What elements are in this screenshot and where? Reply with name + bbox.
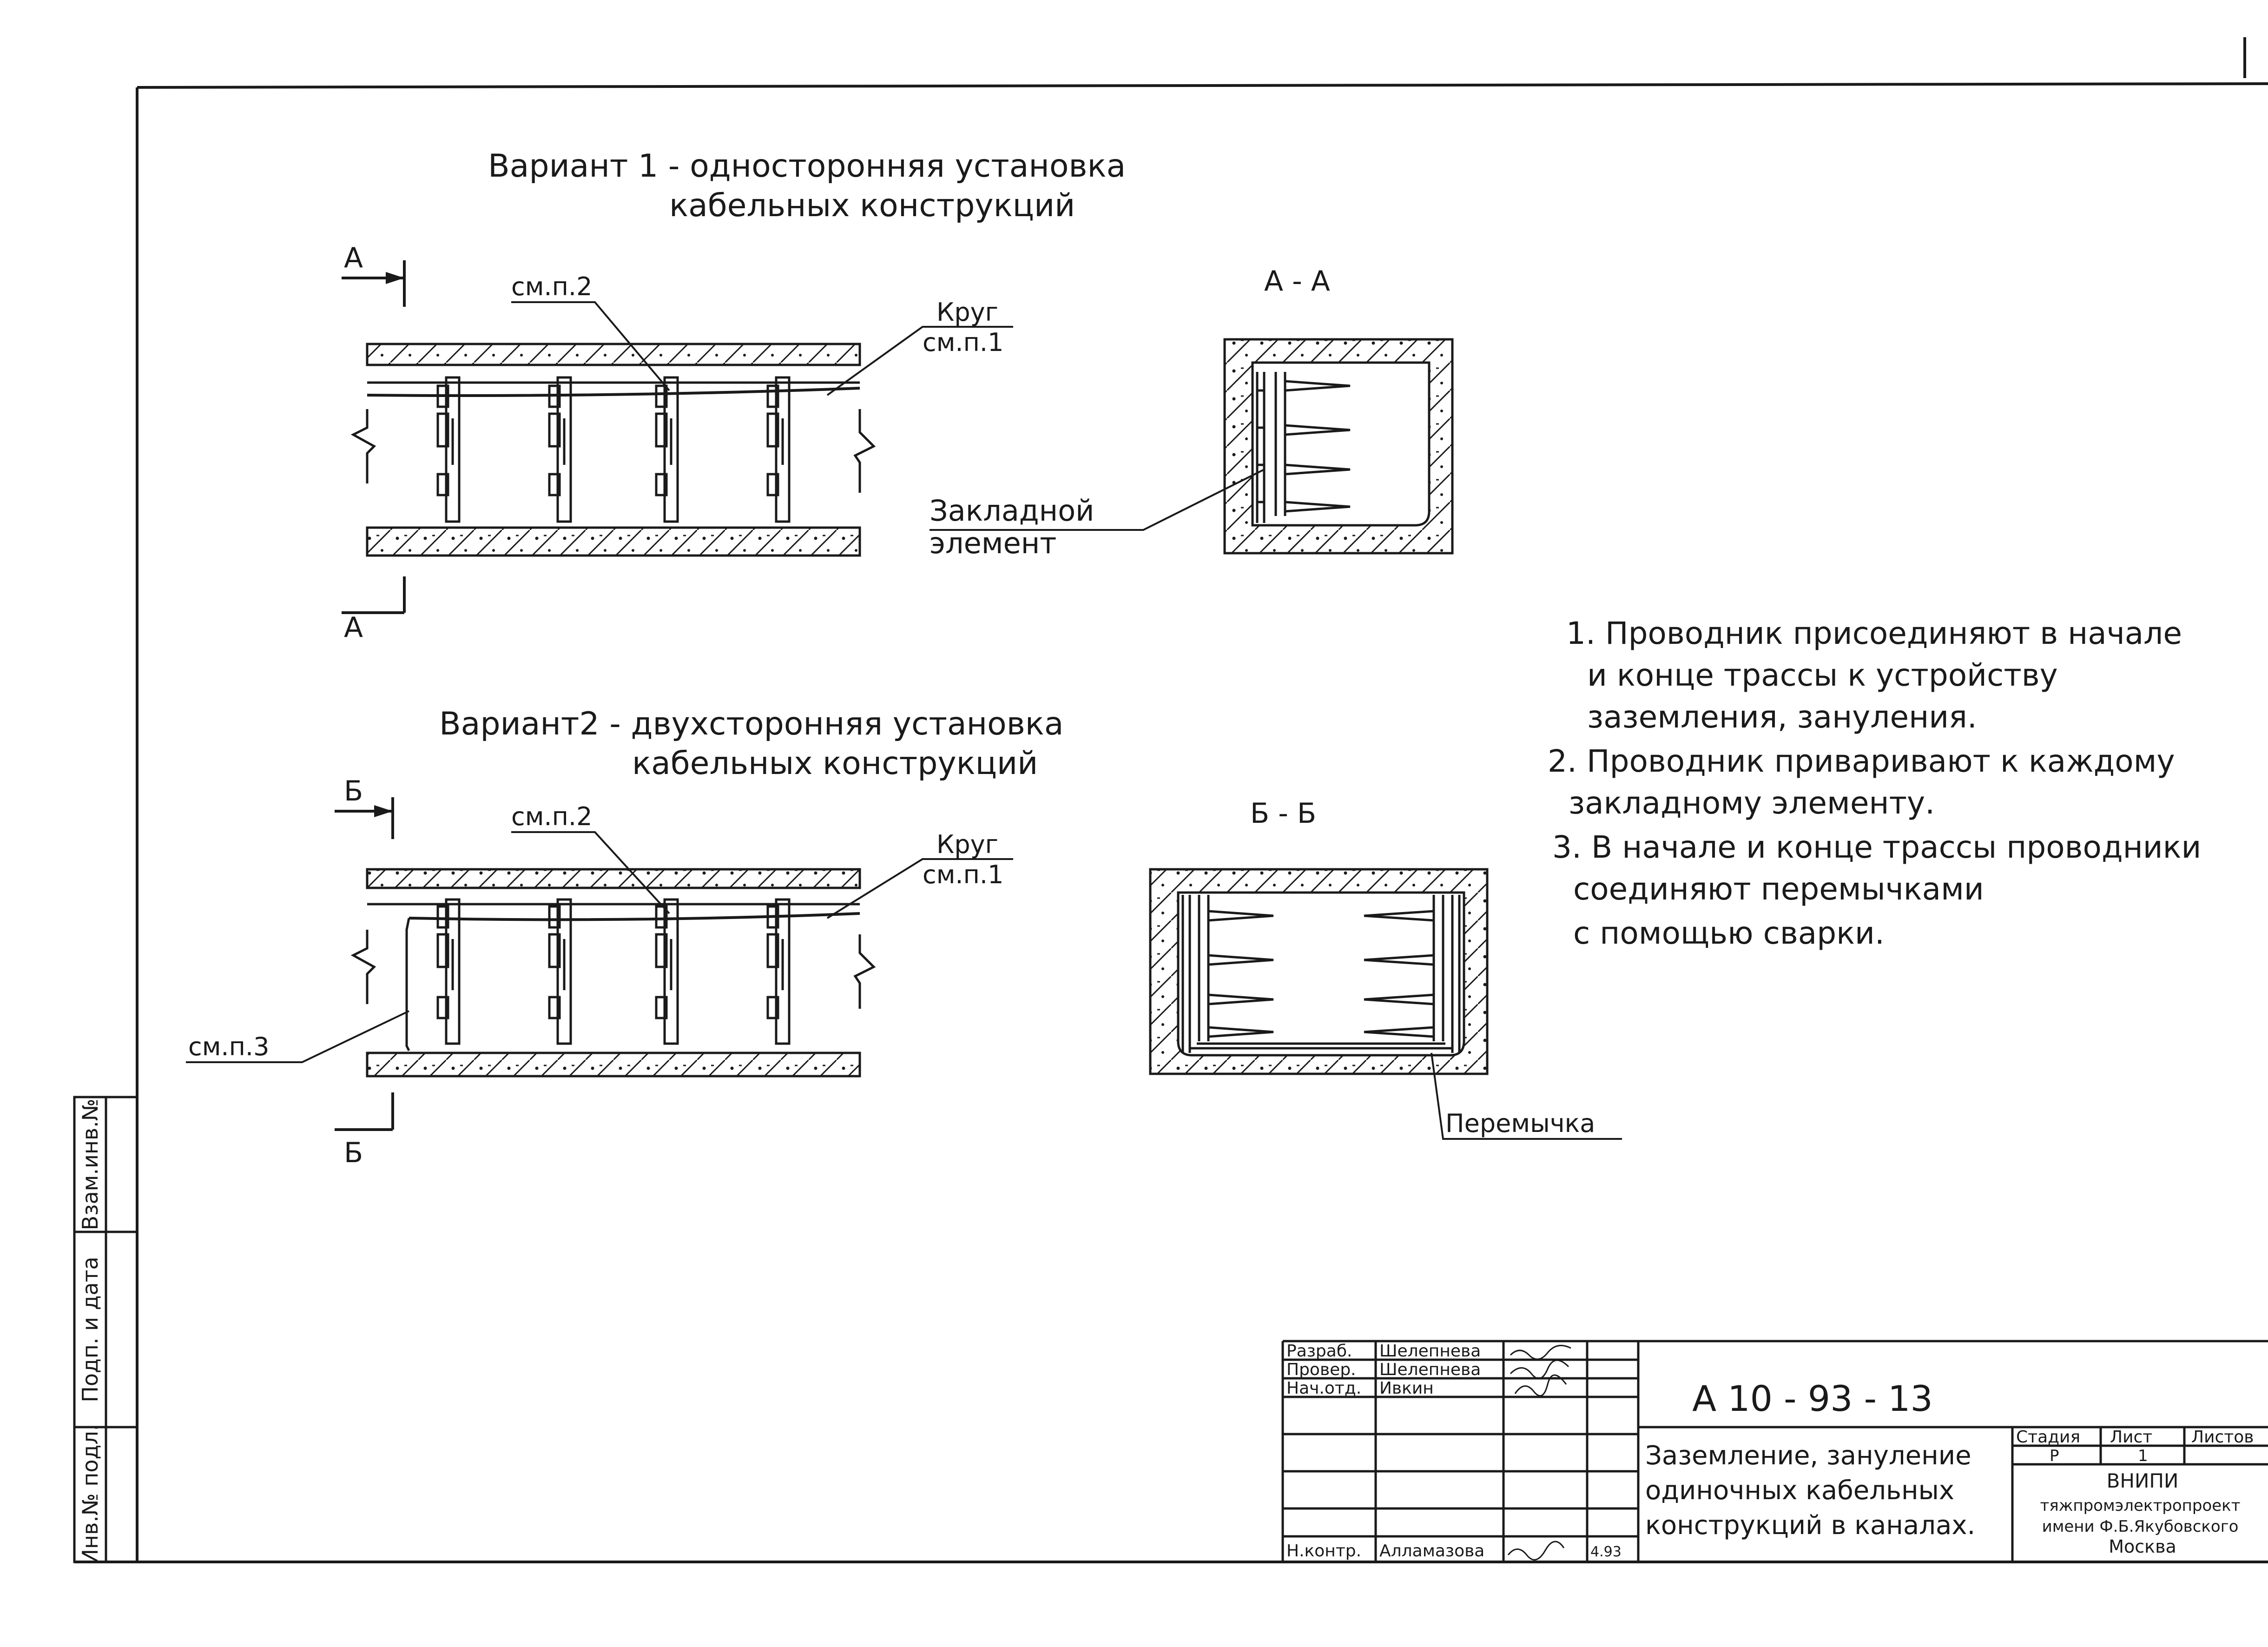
peremychka-label: Перемычка — [1445, 1109, 1595, 1138]
name-prover: Шелепнева — [1379, 1360, 1481, 1379]
variant1-title-line2: кабельных конструкций — [669, 187, 1075, 224]
note-1-line1: 1. Проводник присоединяют в начале — [1566, 615, 2182, 651]
section-b-title: Б - Б — [1250, 797, 1316, 830]
section-a-a: А - А Закладной элемент — [930, 265, 1454, 560]
org-line2: тяжпромэлектропроект — [2040, 1496, 2240, 1515]
variant1-bottom-slab — [366, 526, 861, 557]
variant2-titles: Вариант2 - двухсторонняя установка кабел… — [439, 706, 1064, 782]
section-a-marker-top: А — [344, 242, 363, 274]
role-prover: Провер. — [1286, 1360, 1356, 1379]
variant2-see-p3-label: см.п.3 — [188, 1032, 269, 1061]
variant2-racks — [436, 898, 791, 1045]
margin-podp-data: Подп. и дата — [78, 1257, 103, 1402]
doc-number: А 10 - 93 - 13 — [1692, 1378, 1933, 1419]
notes: 1. Проводник присоединяют в начале и кон… — [1548, 615, 2201, 951]
note-2-line2: закладному элементу. — [1569, 785, 1935, 821]
section-b-marker-bottom: Б — [344, 1137, 363, 1169]
role-razrab: Разраб. — [1286, 1342, 1352, 1361]
variant2-see-p2-label: см.п.2 — [511, 802, 592, 831]
role-nach-otd: Нач.отд. — [1286, 1379, 1361, 1398]
stage-header: Стадия — [2016, 1428, 2080, 1447]
stage-value: Р — [2050, 1447, 2059, 1465]
name-razrab: Шелепнева — [1379, 1342, 1481, 1361]
name-nach-otd: Ивкин — [1379, 1379, 1434, 1398]
date-n-kontr: 4.93 — [1590, 1544, 1622, 1560]
doc-title-line3: конструкций в каналах. — [1645, 1510, 1975, 1541]
note-3-line2: соединяют перемычками — [1573, 871, 1984, 907]
sheet-header: Лист — [2110, 1428, 2152, 1447]
note-1-line3: заземления, зануления. — [1587, 699, 1977, 735]
section-b-marker-top: Б — [344, 775, 363, 807]
title-block: Разраб. Шелепнева Провер. Шелепнева Нач.… — [1281, 1340, 2268, 1562]
variant1-title-line1: Вариант 1 - односторонняя установка — [488, 148, 1126, 185]
variant1-top-slab — [366, 343, 861, 366]
zakladnoy-label-line2: элемент — [930, 526, 1056, 560]
margin-vzam-inv: Взам.инв.№ — [78, 1098, 103, 1230]
variant1-titles: Вариант 1 - односторонняя установка кабе… — [488, 148, 1126, 224]
name-n-kontr: Алламазова — [1379, 1541, 1484, 1561]
variant2-title-line1: Вариант2 - двухсторонняя установка — [439, 706, 1064, 742]
variant1-see-p2-label: см.п.2 — [511, 272, 592, 301]
note-2-line1: 2. Проводник приваривают к каждому — [1548, 743, 2175, 779]
sheets-header: Листов — [2191, 1428, 2254, 1447]
variant2-see-p1-label: см.п.1 — [923, 860, 1003, 889]
note-3-line3: с помощью сварки. — [1573, 915, 1885, 951]
variant2-bottom-slab — [366, 1052, 861, 1078]
variant1-krug-label: Круг — [936, 298, 998, 327]
variant2-krug-label: Круг — [936, 830, 998, 859]
section-b-b: Б - Б Перемычка — [1149, 797, 1622, 1140]
section-a-title: А - А — [1264, 265, 1330, 298]
note-3-line1: 3. В начале и конце трассы проводники — [1552, 829, 2201, 865]
margin-inv-podl: Инв.№ подл. — [78, 1424, 103, 1565]
doc-title-line2: одиночных кабельных — [1645, 1475, 1954, 1506]
org-line1: ВНИПИ — [2107, 1469, 2179, 1492]
variant2-title-line2: кабельных конструкций — [632, 745, 1038, 782]
role-n-kontr: Н.контр. — [1286, 1541, 1361, 1561]
variant2-plan: Б Б см.п.2 Круг см.п.1 см.п.3 — [186, 775, 1013, 1169]
variant2-top-slab — [366, 868, 861, 889]
margin-stamp: Взам.инв.№ Подп. и дата Инв.№ подл. — [73, 1096, 138, 1565]
org-line3: имени Ф.Б.Якубовского — [2042, 1517, 2239, 1536]
section-a-marker-bottom: А — [344, 611, 363, 644]
org-line4: Москва — [2109, 1536, 2176, 1557]
variant1-racks — [436, 376, 791, 523]
zakladnoy-label-line1: Закладной — [930, 494, 1094, 528]
variant1-see-p1-label: см.п.1 — [923, 328, 1003, 357]
sheet-value: 1 — [2138, 1447, 2148, 1465]
variant1-plan: А А см.п.2 Круг см.п.1 — [342, 242, 1013, 644]
note-1-line2: и конце трассы к устройству — [1587, 657, 2058, 693]
doc-title-line1: Заземление, зануление — [1645, 1441, 1971, 1471]
